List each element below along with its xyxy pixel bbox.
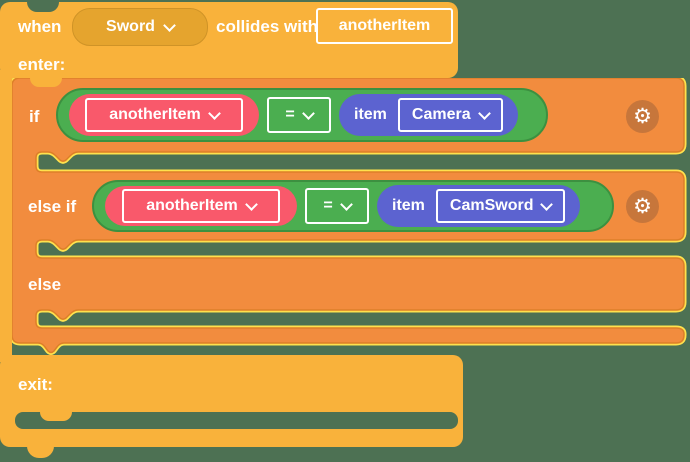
condition-2: anotherItem = item CamSword — [92, 180, 614, 232]
event-block-foot[interactable] — [0, 355, 463, 447]
chevron-down-icon — [163, 19, 176, 32]
gear-icon[interactable]: ⚙ — [626, 100, 659, 133]
condition-1-operator-dropdown[interactable]: = — [267, 97, 331, 133]
item-label: item — [354, 106, 387, 123]
item-label: item — [392, 197, 425, 214]
param-anotherItem-label: anotherItem — [338, 17, 431, 34]
exit-mouth — [15, 412, 458, 429]
condition-1-item-block[interactable]: item Camera — [339, 94, 518, 136]
condition-1-left-value: anotherItem — [109, 106, 201, 123]
top-connector-notch — [27, 2, 59, 12]
chevron-down-icon — [540, 198, 554, 211]
condition-2-operator-value: = — [323, 197, 333, 214]
sprite-dropdown-value: Sword — [106, 18, 155, 35]
chevron-down-icon — [477, 107, 491, 120]
chevron-down-icon — [339, 198, 353, 211]
condition-1-operator-value: = — [285, 106, 295, 123]
sprite-dropdown[interactable]: Sword — [72, 8, 208, 46]
condition-1-item-dropdown[interactable]: Camera — [397, 98, 503, 132]
chevron-down-icon — [207, 107, 221, 120]
enter-mouth-notch — [30, 78, 62, 87]
when-label: when — [18, 17, 62, 36]
else-label: else — [28, 275, 62, 294]
exit-label: exit: — [18, 375, 53, 394]
condition-2-operator-dropdown[interactable]: = — [305, 188, 369, 224]
condition-2-item-value: CamSword — [449, 197, 534, 214]
param-anotherItem[interactable]: anotherItem — [316, 8, 453, 44]
gear-icon[interactable]: ⚙ — [626, 190, 659, 223]
condition-1-left-dropdown[interactable]: anotherItem — [69, 94, 259, 136]
chevron-down-icon — [244, 198, 258, 211]
if-label: if — [29, 107, 40, 126]
event-block-spine — [0, 70, 12, 362]
collides-with-label: collides with — [216, 17, 319, 36]
enter-label: enter: — [18, 55, 66, 74]
condition-1: anotherItem = item Camera — [56, 88, 548, 142]
condition-2-item-block[interactable]: item CamSword — [377, 185, 581, 227]
condition-1-item-value: Camera — [411, 106, 471, 123]
condition-2-left-dropdown[interactable]: anotherItem — [105, 186, 297, 226]
else-if-label: else if — [28, 197, 77, 216]
condition-2-left-value: anotherItem — [146, 197, 238, 214]
event-block-bottom-tab — [27, 446, 54, 458]
chevron-down-icon — [301, 107, 315, 120]
condition-2-item-dropdown[interactable]: CamSword — [435, 189, 566, 223]
exit-mouth-notch — [40, 412, 72, 421]
